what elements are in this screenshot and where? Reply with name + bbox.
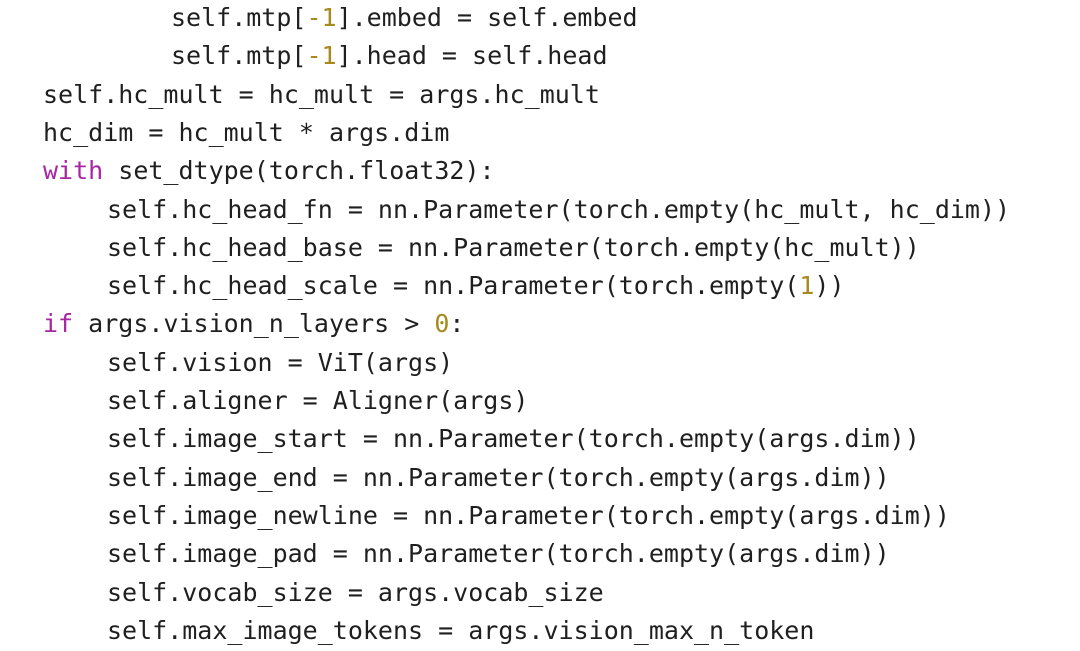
- code-text: args.vision_n_layers >: [73, 309, 435, 339]
- code-line: self.image_newline = nn.Parameter(torch.…: [107, 497, 950, 535]
- code-line: self.aligner = Aligner(args): [107, 382, 528, 420]
- code-number: -1: [306, 41, 337, 71]
- code-line: self.image_start = nn.Parameter(torch.em…: [107, 420, 920, 458]
- code-keyword: with: [43, 156, 104, 186]
- code-line: with set_dtype(torch.float32):: [43, 152, 495, 190]
- code-text: self.mtp[: [171, 41, 307, 71]
- code-text: self.vision = ViT(args): [107, 347, 454, 377]
- code-text: hc_dim = hc_mult * args.dim: [43, 117, 450, 147]
- code-text: self.image_start = nn.Parameter(torch.em…: [107, 424, 920, 454]
- code-text: )): [814, 271, 845, 301]
- code-text: :: [449, 309, 465, 339]
- code-text: ].head = self.head: [336, 41, 608, 71]
- code-line: if args.vision_n_layers > 0:: [43, 305, 464, 343]
- code-line: hc_dim = hc_mult * args.dim: [43, 114, 449, 152]
- code-line: self.mtp[-1].embed = self.embed: [171, 0, 638, 37]
- code-text: set_dtype(torch.float32):: [103, 156, 495, 186]
- code-number: -1: [306, 3, 337, 32]
- code-number: 1: [799, 271, 815, 301]
- code-text: self.vocab_size = args.vocab_size: [107, 577, 604, 607]
- code-text: self.hc_head_fn = nn.Parameter(torch.emp…: [107, 194, 1011, 224]
- code-text: ].embed = self.embed: [336, 3, 638, 32]
- code-text: self.mtp[: [171, 3, 307, 32]
- code-line: self.hc_head_scale = nn.Parameter(torch.…: [107, 267, 845, 305]
- code-text: self.hc_head_base = nn.Parameter(torch.e…: [107, 232, 920, 262]
- code-line: self.image_pad = nn.Parameter(torch.empt…: [107, 535, 890, 573]
- code-line: self.hc_mult = hc_mult = args.hc_mult: [43, 76, 600, 114]
- code-text: self.image_end = nn.Parameter(torch.empt…: [107, 462, 890, 492]
- code-text: self.image_pad = nn.Parameter(torch.empt…: [107, 539, 890, 569]
- code-line: self.image_end = nn.Parameter(torch.empt…: [107, 459, 890, 497]
- code-line: self.vision = ViT(args): [107, 344, 453, 382]
- code-line: self.max_image_tokens = args.vision_max_…: [107, 612, 814, 650]
- code-line: self.hc_head_fn = nn.Parameter(torch.emp…: [107, 191, 1010, 229]
- code-line: self.hc_head_base = nn.Parameter(torch.e…: [107, 229, 920, 267]
- code-text: self.max_image_tokens = args.vision_max_…: [107, 615, 815, 645]
- code-keyword: if: [43, 309, 74, 339]
- code-line: self.vocab_size = args.vocab_size: [107, 574, 604, 612]
- code-line: self.mtp[-1].head = self.head: [171, 37, 608, 75]
- code-text: self.image_newline = nn.Parameter(torch.…: [107, 500, 950, 530]
- code-text: self.hc_mult = hc_mult = args.hc_mult: [43, 79, 600, 109]
- code-text: self.aligner = Aligner(args): [107, 386, 529, 415]
- code-text: self.hc_head_scale = nn.Parameter(torch.…: [107, 271, 800, 301]
- code-number: 0: [434, 309, 450, 339]
